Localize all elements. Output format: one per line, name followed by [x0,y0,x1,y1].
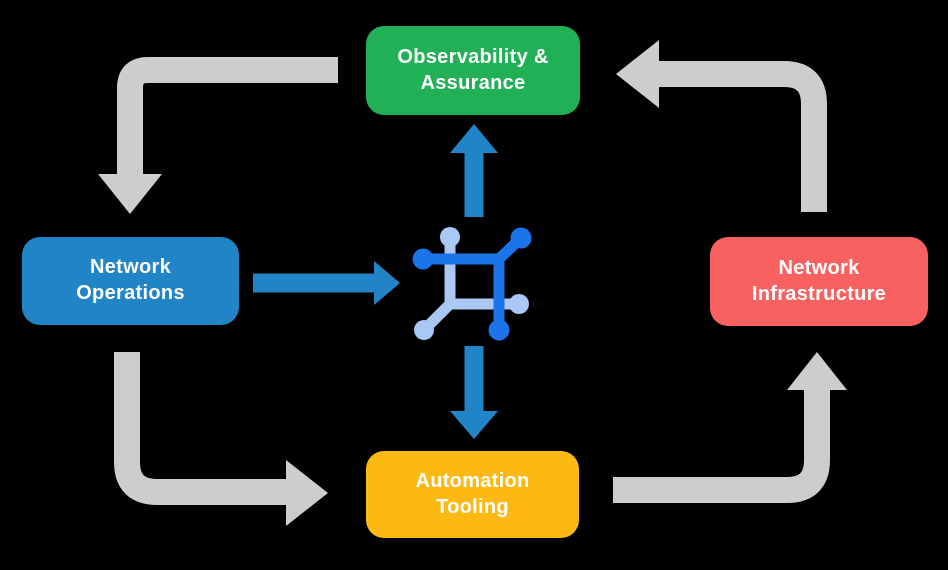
hub-icon-dark-branch [412,227,532,341]
node-network-infrastructure: Network Infrastructure [710,237,928,326]
node-infrastructure-label-line1: Network [778,256,860,279]
flow-arrow-hub-to-automation [450,346,498,439]
node-operations-label-line2: Operations [76,282,185,304]
cycle-arrow-observability-to-operations [98,57,338,214]
node-automation-label-line1: Automation [415,469,530,492]
node-automation-tooling: Automation Tooling [366,451,579,538]
network-fabric-hub-icon [412,227,532,341]
node-operations-label-line1: Network [89,256,171,279]
node-observability-label-line2: Assurance [420,71,526,94]
flow-arrow-operations-to-hub [253,261,400,305]
cycle-arrow-operations-to-automation [114,352,328,526]
node-automation-label-line2: Tooling [436,495,509,518]
cycle-arrow-automation-to-infrastructure [613,352,847,503]
node-observability-label-line1: Observability & [397,45,549,68]
cycle-arrow-infrastructure-to-observability [616,40,827,212]
node-infrastructure-label-line2: Infrastructure [751,282,887,305]
flow-arrow-hub-to-observability [450,124,498,217]
node-observability-assurance: Observability & Assurance [366,26,580,115]
node-network-operations: Network Operations [22,237,239,325]
